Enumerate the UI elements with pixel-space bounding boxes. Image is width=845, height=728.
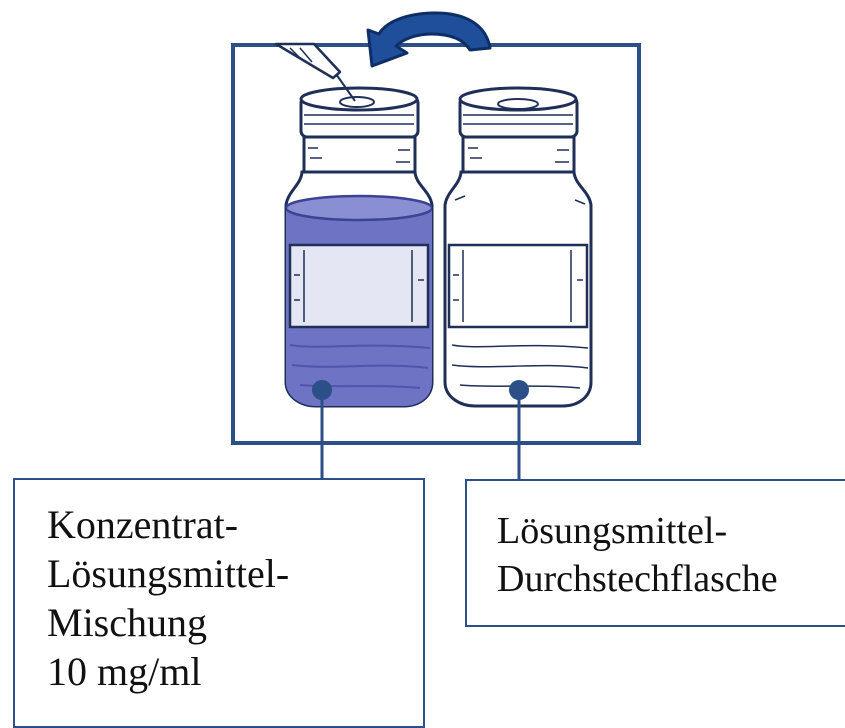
solvent-label-box: Lösungsmittel- Durchstechflasche [465,479,845,627]
solvent-pointer-dot [509,380,529,400]
mixture-label-box: Konzentrat- Lösungsmittel- Mischung 10 m… [13,478,425,728]
mixture-label-line-4: 10 mg/ml [47,649,202,694]
mixture-pointer-dot [312,380,332,400]
mixture-label-line-3: Mischung [47,600,207,645]
mixture-vial [274,42,434,408]
mixture-label-line-1: Konzentrat- [47,502,239,547]
syringe-icon [274,42,356,102]
mixture-label-line-2: Lösungsmittel- [47,551,290,596]
solvent-label-line-1: Lösungsmittel- [497,510,728,552]
solvent-label-line-2: Durchstechflasche [497,558,778,600]
solvent-vial [443,86,593,408]
curved-arrow-left-icon [366,11,492,68]
